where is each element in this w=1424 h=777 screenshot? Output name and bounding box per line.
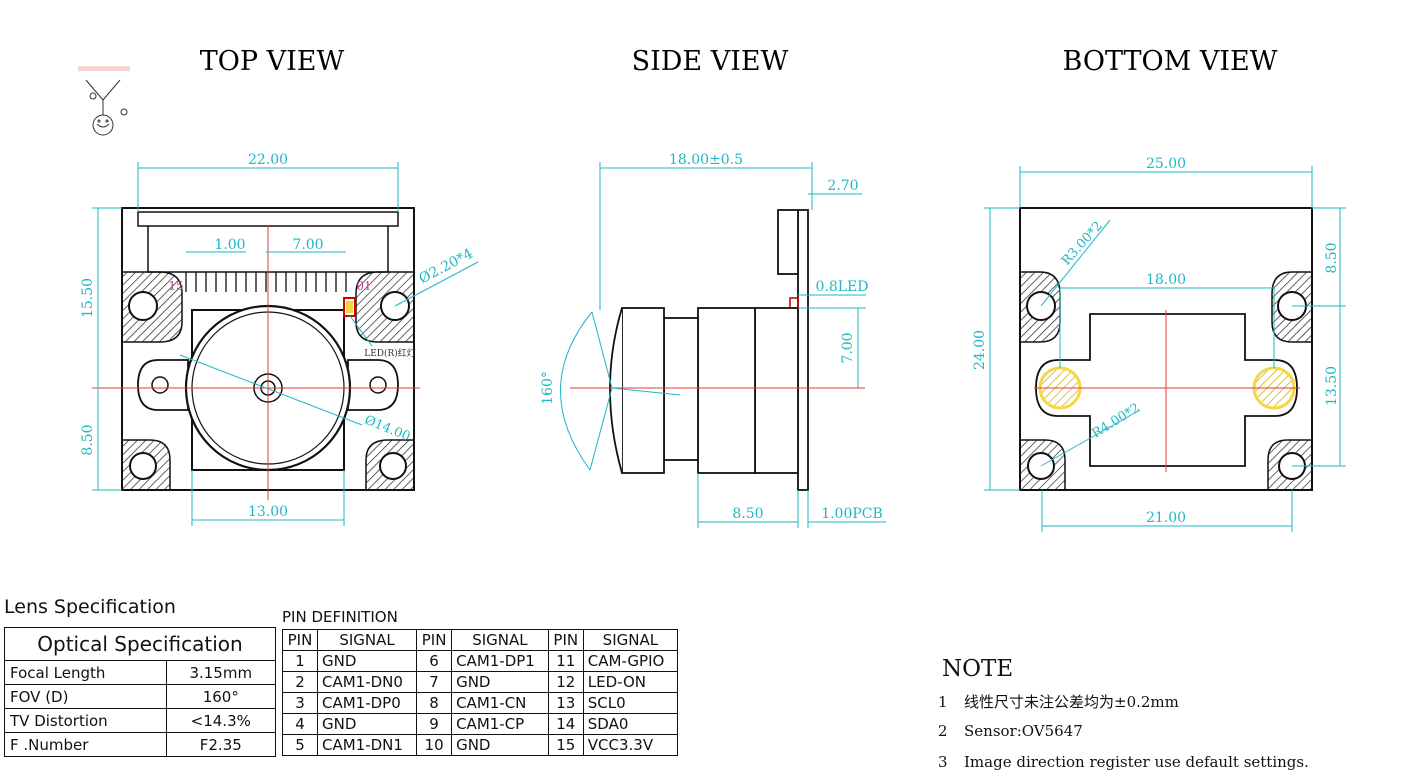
pin-signal: GND — [451, 671, 549, 693]
spec-label: Focal Length — [4, 660, 167, 685]
dim-side-height: 7.00 — [840, 332, 856, 363]
spec-label: FOV (D) — [4, 684, 167, 709]
pin-number: 4 — [282, 713, 318, 735]
mechanical-drawing: TOP VIEW SIDE VIEW BOTTOM VIEW — [78, 46, 1346, 532]
pin-number: 7 — [416, 671, 453, 693]
pin-number: 2 — [282, 671, 318, 693]
table-row: 2 CAM1-DN0 7 GND 12 LED-ON — [282, 671, 679, 693]
pin-01-label: 01 — [356, 279, 371, 293]
note-title: NOTE — [942, 656, 1014, 682]
note-text: Image direction register use default set… — [964, 753, 1309, 771]
top-view: 22.00 1.00 7.00 15.50 8.50 13.00 Ø2.20*4… — [80, 152, 479, 526]
note-number: 2 — [938, 722, 948, 740]
pin-definition-title: PIN DEFINITION — [282, 608, 398, 626]
lens-spec-title: Lens Specification — [4, 596, 176, 618]
spec-value: 160° — [165, 684, 277, 709]
optical-spec-header: Optical Specification — [4, 627, 276, 661]
pin-signal: CAM1-DP0 — [316, 692, 418, 714]
pin-signal: VCC3.3V — [582, 734, 679, 756]
col-header: PIN — [282, 629, 318, 651]
dim-bottom-height-right: 13.50 — [1324, 366, 1340, 406]
side-view-title: SIDE VIEW — [632, 46, 789, 77]
spec-label: TV Distortion — [4, 708, 167, 733]
dim-side-lens-body: 8.50 — [732, 506, 763, 522]
pin-number: 14 — [547, 713, 584, 735]
dim-bottom-hole-spacing: 18.00 — [1146, 272, 1186, 288]
dim-side-top-offset: 2.70 — [827, 178, 858, 194]
pin-number: 15 — [547, 734, 584, 756]
dim-side-pcb: 1.00PCB — [821, 506, 883, 522]
table-row: 5 CAM1-DN1 10 GND 15 VCC3.3V — [282, 734, 679, 756]
dim-top-height-upper: 15.50 — [80, 278, 96, 318]
pin-number: 8 — [416, 692, 453, 714]
top-view-title: TOP VIEW — [200, 46, 345, 77]
pin-signal: LED-ON — [582, 671, 679, 693]
side-view: 18.00±0.5 2.70 0.8LED 7.00 160° 8.50 1.0… — [540, 152, 886, 528]
dim-top-width: 22.00 — [248, 152, 288, 168]
table-row: 3 CAM1-DP0 8 CAM1-CN 13 SCL0 — [282, 692, 679, 714]
table-row: TV Distortion <14.3% — [4, 708, 277, 733]
pin-number: 5 — [282, 734, 318, 756]
pin-signal: CAM-GPIO — [582, 650, 679, 672]
bottom-view-title: BOTTOM VIEW — [1063, 46, 1278, 77]
pin-number: 1 — [282, 650, 318, 672]
note-item: 2 Sensor:OV5647 — [938, 722, 1083, 740]
pin-signal: GND — [316, 650, 418, 672]
spec-value: <14.3% — [165, 708, 277, 733]
pin-definition-table: PIN SIGNAL PIN SIGNAL PIN SIGNAL 1 GND 6… — [282, 629, 679, 756]
note-number: 1 — [938, 693, 948, 711]
pin-signal: CAM1-DN0 — [316, 671, 418, 693]
pin-number: 3 — [282, 692, 318, 714]
spec-value: 3.15mm — [165, 660, 277, 685]
dim-side-length: 18.00±0.5 — [669, 152, 743, 168]
pin-signal: CAM1-CN — [451, 692, 549, 714]
dim-top-hole: Ø2.20*4 — [417, 246, 476, 288]
pin-signal: SDA0 — [582, 713, 679, 735]
pin-number: 9 — [416, 713, 453, 735]
pin-signal: GND — [451, 734, 549, 756]
col-header: SIGNAL — [451, 629, 549, 651]
table-row: 1 GND 6 CAM1-DP1 11 CAM-GPIO — [282, 650, 679, 672]
col-header: SIGNAL — [582, 629, 679, 651]
led-label: LED(R)红灯 — [364, 347, 416, 359]
note-text: Sensor:OV5647 — [964, 722, 1083, 740]
dim-bottom-height-top: 8.50 — [1324, 242, 1340, 273]
note-text: 线性尺寸未注公差均为±0.2mm — [964, 693, 1179, 711]
pin-number: 6 — [416, 650, 453, 672]
pin-signal: GND — [316, 713, 418, 735]
bottom-view: 25.00 R3.00*2 8.50 24.00 18.00 13.50 R4.… — [972, 156, 1346, 532]
table-row: 4 GND 9 CAM1-CP 14 SDA0 — [282, 713, 679, 735]
pin-signal: SCL0 — [582, 692, 679, 714]
pin-number: 12 — [547, 671, 584, 693]
note-number: 3 — [938, 753, 948, 771]
pin-number: 13 — [547, 692, 584, 714]
col-header: PIN — [547, 629, 584, 651]
dim-side-led: 0.8LED — [815, 279, 868, 295]
capture-direction-icon — [78, 66, 130, 136]
col-header: SIGNAL — [316, 629, 418, 651]
dim-top-bottom-width: 13.00 — [248, 504, 288, 520]
spec-value: F2.35 — [165, 732, 277, 757]
pin-signal: CAM1-CP — [451, 713, 549, 735]
table-row: FOV (D) 160° — [4, 684, 277, 709]
dim-bottom-width: 25.00 — [1146, 156, 1186, 172]
pin-signal: CAM1-DP1 — [451, 650, 549, 672]
pin-15-label: 15 — [168, 279, 183, 293]
dim-side-angle: 160° — [540, 371, 556, 405]
dim-top-pin-pitch: 1.00 — [214, 237, 245, 253]
table-row: F .Number F2.35 — [4, 732, 277, 757]
dim-bottom-height-total: 24.00 — [972, 330, 988, 370]
dim-top-height-lower: 8.50 — [80, 424, 96, 455]
pin-number: 11 — [547, 650, 584, 672]
table-row: Focal Length 3.15mm — [4, 660, 277, 685]
optical-spec-table: Optical Specification Focal Length 3.15m… — [4, 627, 277, 757]
pin-number: 10 — [416, 734, 453, 756]
dim-top-pin-span: 7.00 — [292, 237, 323, 253]
spec-label: F .Number — [4, 732, 167, 757]
note-item: 1 线性尺寸未注公差均为±0.2mm — [938, 691, 1179, 712]
col-header: PIN — [416, 629, 453, 651]
note-item: 3 Image direction register use default se… — [938, 753, 1309, 771]
pin-signal: CAM1-DN1 — [316, 734, 418, 756]
dim-bottom-width-bottom: 21.00 — [1146, 510, 1186, 526]
